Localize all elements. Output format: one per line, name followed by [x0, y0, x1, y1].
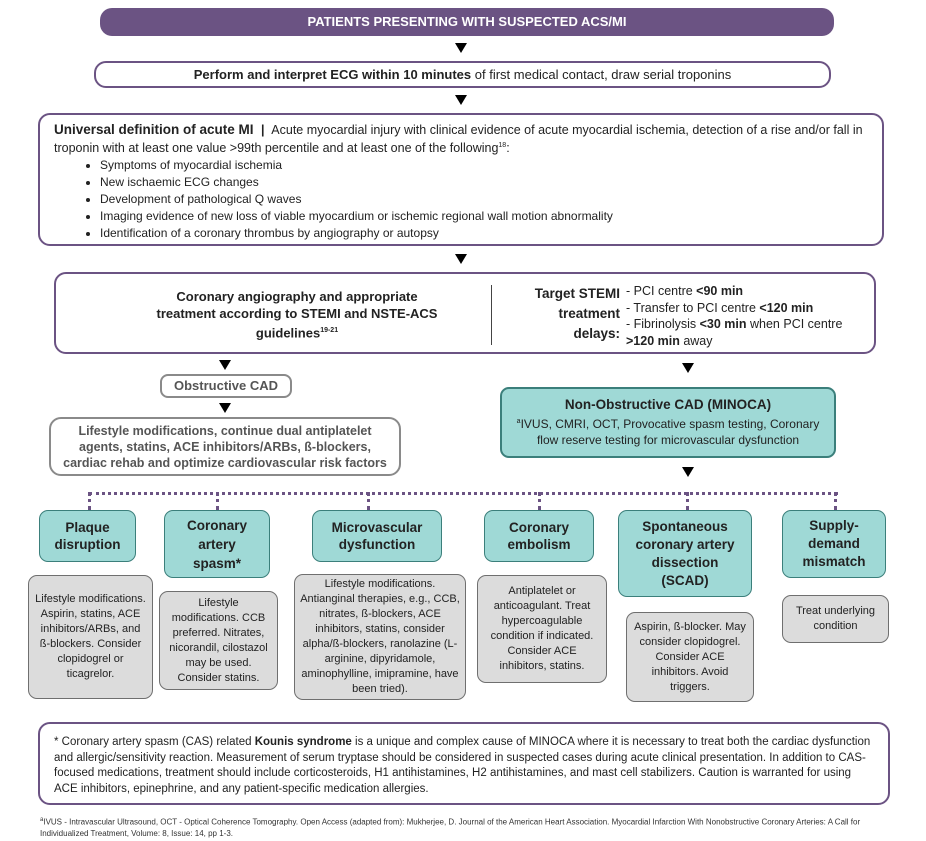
arrow-down-icon: [455, 43, 467, 53]
reference-sup: 18: [498, 142, 507, 149]
cause-scad: Spontaneous coronary artery dissection (…: [618, 510, 752, 597]
ecg-box: Perform and interpret ECG within 10 minu…: [94, 61, 831, 88]
divider: [491, 285, 492, 345]
cause-coronary-embolism: Coronary embolism: [484, 510, 594, 562]
cause-microvascular-dysfunction: Microvascular dysfunction: [312, 510, 442, 562]
ecg-bold-text: Perform and interpret ECG within 10 minu…: [193, 67, 472, 82]
treatment-scad: Aspirin, ß-blocker. May consider clopido…: [626, 612, 754, 702]
delay-fibrinolysis: - Fibrinolysis <30 min when PCI centre: [626, 317, 843, 331]
ecg-text: of first medical contact, draw serial tr…: [471, 67, 732, 82]
reference-sup: 19-21: [320, 327, 339, 334]
list-item: Imaging evidence of new loss of viable m…: [100, 208, 868, 225]
kounis-syndrome: Kounis syndrome: [254, 736, 352, 748]
treatment-coronary-artery-spasm: Lifestyle modifications. CCB preferred. …: [159, 591, 278, 690]
delay-transfer: - Transfer to PCI centre <120 min: [626, 300, 814, 315]
obstructive-cad-box: Obstructive CAD: [160, 374, 292, 398]
arrow-down-icon: [682, 467, 694, 477]
cause-plaque-disruption: Plaque disruption: [39, 510, 136, 562]
arrow-down-icon: [219, 403, 231, 413]
cause-supply-demand-mismatch: Supply-demand mismatch: [782, 510, 886, 578]
cause-coronary-artery-spasm: Coronary artery spasm*: [164, 510, 270, 578]
dotted-connector: [367, 492, 370, 510]
list-item: Identification of a coronary thrombus by…: [100, 225, 868, 242]
arrow-down-icon: [219, 360, 231, 370]
delay-fibrinolysis-cont: >120 min away: [626, 333, 713, 348]
footnote-box: * Coronary artery spasm (CAS) related Ko…: [38, 722, 890, 805]
arrow-down-icon: [455, 95, 467, 105]
arrow-down-icon: [455, 254, 467, 264]
dotted-connector: [88, 492, 91, 510]
list-item: New ischaemic ECG changes: [100, 174, 868, 191]
dotted-connector: [89, 492, 838, 495]
angiography-label: Coronary angiography and appropriate tre…: [156, 289, 438, 341]
dotted-connector: [538, 492, 541, 510]
list-item: Development of pathological Q waves: [100, 191, 868, 208]
stemi-delays: - PCI centre <90 min - Transfer to PCI c…: [626, 283, 866, 349]
obstructive-treatment-box: Lifestyle modifications, continue dual a…: [49, 417, 401, 476]
universal-definition-title: Universal definition of acute MI: [54, 122, 254, 137]
separator: |: [261, 123, 265, 137]
footnote-text-cont: is a unique and complex cause of MINOCA …: [54, 736, 871, 795]
footnote-text: * Coronary artery spasm (CAS) related: [54, 736, 255, 748]
header-banner: PATIENTS PRESENTING WITH SUSPECTED ACS/M…: [100, 8, 834, 36]
minoca-tests: aIVUS, CMRI, OCT, Provocative spasm test…: [516, 417, 820, 447]
treatment-plaque-disruption: Lifestyle modifications. Aspirin, statin…: [28, 575, 153, 699]
target-stemi-label: Target STEMI treatment delays:: [534, 286, 620, 341]
source-note: aIVUS - Intravascular Ultrasound, OCT - …: [40, 817, 861, 838]
criteria-list: Symptoms of myocardial ischemia New isch…: [54, 157, 868, 242]
treatment-microvascular-dysfunction: Lifestyle modifications. Antianginal the…: [294, 574, 466, 700]
universal-definition-body: Acute myocardial injury with clinical ev…: [54, 123, 863, 156]
minoca-box: Non-Obstructive CAD (MINOCA) aIVUS, CMRI…: [500, 387, 836, 458]
minoca-title: Non-Obstructive CAD (MINOCA): [564, 397, 772, 412]
angiography-box: Coronary angiography and appropriate tre…: [54, 272, 876, 354]
dotted-connector: [686, 492, 689, 510]
treatment-supply-demand-mismatch: Treat underlying condition: [782, 595, 889, 643]
delay-pci: - PCI centre <90 min: [626, 284, 744, 298]
dotted-connector: [216, 492, 219, 510]
dotted-connector: [834, 492, 837, 510]
treatment-coronary-embolism: Antiplatelet or anticoagulant. Treat hyp…: [477, 575, 607, 683]
universal-definition-box: Universal definition of acute MI | Acute…: [38, 113, 884, 246]
arrow-down-icon: [682, 363, 694, 373]
angiography-text: Coronary angiography and appropriate tre…: [152, 288, 442, 341]
universal-definition-text: Universal definition of acute MI | Acute…: [54, 122, 868, 156]
colon: :: [506, 141, 510, 156]
list-item: Symptoms of myocardial ischemia: [100, 157, 868, 174]
